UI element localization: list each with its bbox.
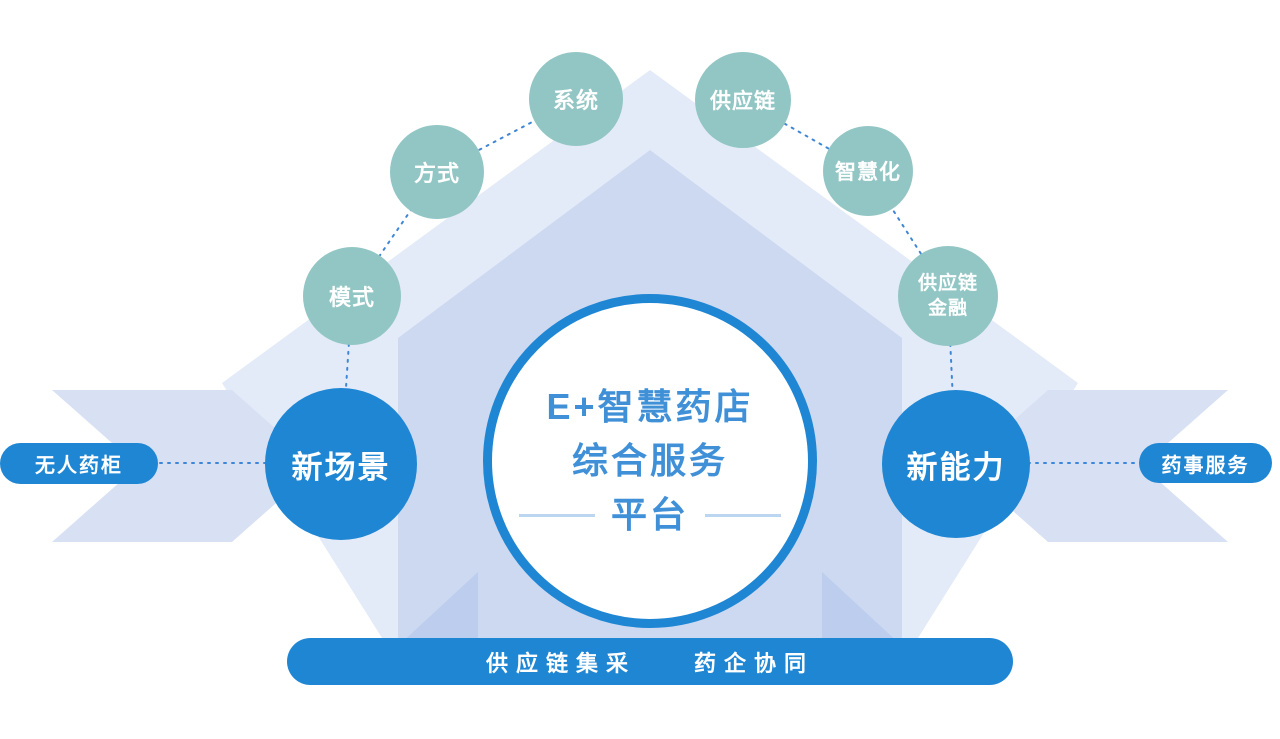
bottom-bar: 供应链集采 药企协同 [287, 638, 1013, 685]
node-label: 智慧化 [835, 161, 901, 184]
bottom-bar-item-yaoqi-xietong: 药企协同 [694, 650, 815, 676]
node-moshi: 模式 [303, 247, 401, 345]
pill-yaoshifuwu: 药事服务 [1139, 443, 1272, 483]
bottom-bar-item-gongyinglian-jicai: 供应链集采 [485, 650, 636, 676]
center-title-line3: 平台 [610, 494, 689, 535]
node-label: 供应链 金融 [918, 271, 978, 321]
right-decorative-line [705, 513, 781, 517]
node-label: 供应链 [710, 90, 776, 113]
bg-bottom-left-facet [398, 572, 478, 646]
node-label: 模式 [328, 285, 375, 310]
hub-label: 新能力 [906, 449, 1006, 485]
bg-left-chevron [52, 390, 318, 542]
pill-label: 无人药柜 [35, 455, 123, 477]
node-xitong: 系统 [529, 52, 623, 146]
left-decorative-line [518, 513, 595, 517]
node-label-line1: 供应链 [917, 273, 978, 294]
node-label: 方式 [413, 161, 460, 186]
hub-label: 新场景 [291, 449, 391, 485]
center-title-line1: E+智慧药店 [546, 386, 754, 427]
node-gongyinglian-jinrong: 供应链 金融 [898, 246, 998, 346]
node-label: 系统 [552, 88, 599, 113]
bg-right-chevron [962, 390, 1228, 542]
pill-label: 药事服务 [1161, 454, 1250, 477]
center-title-line2: 综合服务 [571, 440, 728, 481]
pill-wurenyaogui: 无人药柜 [0, 443, 158, 484]
node-label-line2: 金融 [927, 298, 968, 319]
center-platform-title: E+智慧药店 综合服务 平台 [518, 380, 781, 542]
center-platform-circle: E+智慧药店 综合服务 平台 [483, 294, 817, 628]
center-title-line3-row: 平台 [518, 488, 781, 542]
node-zhihuihua: 智慧化 [823, 126, 913, 216]
node-xinnengli: 新能力 [882, 390, 1030, 538]
node-fangshi: 方式 [390, 125, 484, 219]
node-xinchangjing: 新场景 [265, 388, 417, 540]
node-gongyinglian: 供应链 [695, 52, 791, 148]
bg-bottom-right-facet [822, 572, 902, 646]
